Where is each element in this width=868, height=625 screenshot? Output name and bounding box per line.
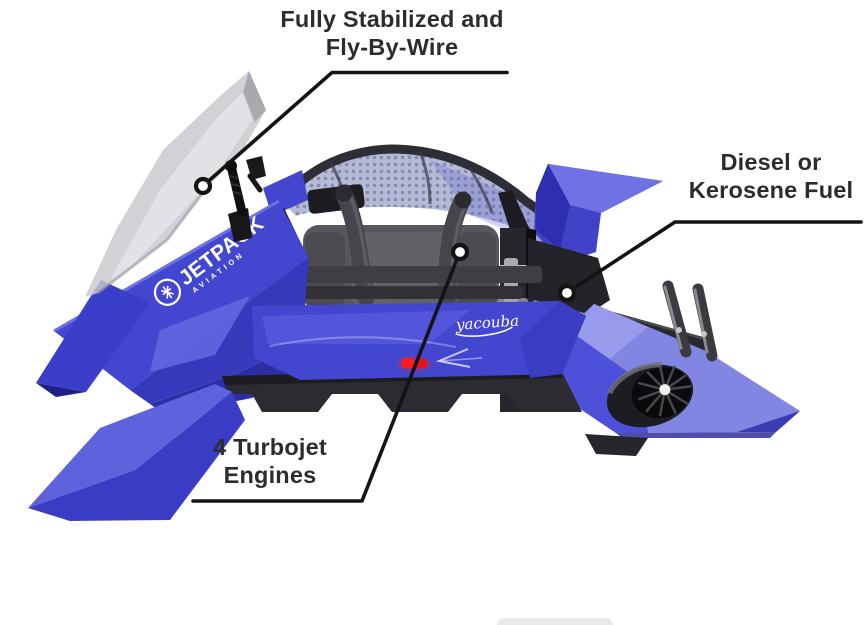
label-fuel-line1: Diesel or	[720, 149, 822, 175]
label-stabilized-line1: Fully Stabilized and	[280, 6, 504, 32]
svg-text:yacouba: yacouba	[454, 312, 519, 334]
windshield	[85, 71, 266, 297]
callout-fuel	[557, 220, 863, 303]
callout-stabilized	[193, 70, 509, 196]
label-stabilized-line2: Fly-By-Wire	[325, 33, 459, 60]
label-stabilized: Fully Stabilized and Fly-By-Wire	[246, 6, 538, 61]
callout-marker-fuel	[557, 283, 577, 303]
callout-engines	[191, 242, 470, 503]
bottom-sliver	[497, 618, 613, 625]
label-engines-line2: Engines	[223, 461, 317, 488]
label-fuel: Diesel or Kerosene Fuel	[676, 149, 866, 204]
pilot-seat	[280, 184, 542, 311]
antenna-struts	[662, 280, 718, 362]
side-pod: yacouba	[252, 301, 586, 380]
label-fuel-line2: Kerosene Fuel	[688, 176, 854, 203]
label-engines-line1: 4 Turbojet	[213, 434, 327, 460]
landing-skid	[28, 384, 245, 521]
nose-body	[36, 199, 309, 415]
callout-marker-stabilized	[193, 176, 213, 196]
tail-light	[402, 358, 414, 368]
label-engines: 4 Turbojet Engines	[178, 434, 362, 489]
tail-fin	[534, 164, 663, 263]
callout-marker-engines	[450, 242, 470, 262]
signature-logo: yacouba	[454, 312, 520, 337]
turbojet-engine	[606, 362, 694, 428]
